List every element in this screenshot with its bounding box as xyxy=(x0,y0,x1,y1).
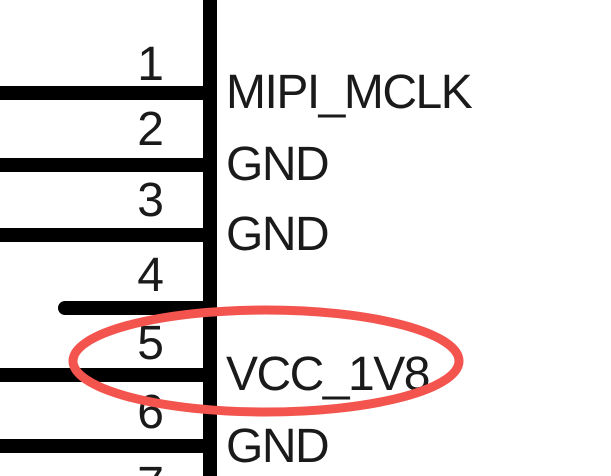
pin-6-number: 6 xyxy=(137,386,164,439)
pin-2-net-label: GND xyxy=(226,138,330,191)
pin-1-number: 1 xyxy=(137,38,164,91)
pin-4-wire-stub xyxy=(58,301,203,315)
pin-5-net-label: VCC_1V8 xyxy=(226,348,430,401)
pin-6-wire xyxy=(0,439,203,453)
pin-6-net-label: GND xyxy=(226,420,330,473)
pin-3-number: 3 xyxy=(137,174,164,227)
pin-5-wire xyxy=(0,368,203,382)
pin-3-net-label: GND xyxy=(226,208,330,261)
pin-5-number: 5 xyxy=(137,317,164,370)
pin-2-number: 2 xyxy=(137,103,164,156)
connector-body-edge xyxy=(203,0,217,476)
pin-7-number: 7 xyxy=(60,461,164,476)
pin-1-wire xyxy=(0,86,203,100)
pin-3-wire xyxy=(0,228,203,242)
pin-1-net-label: MIPI_MCLK xyxy=(226,66,473,119)
pin-2-wire xyxy=(0,158,203,172)
pin-4-number: 4 xyxy=(137,249,164,302)
